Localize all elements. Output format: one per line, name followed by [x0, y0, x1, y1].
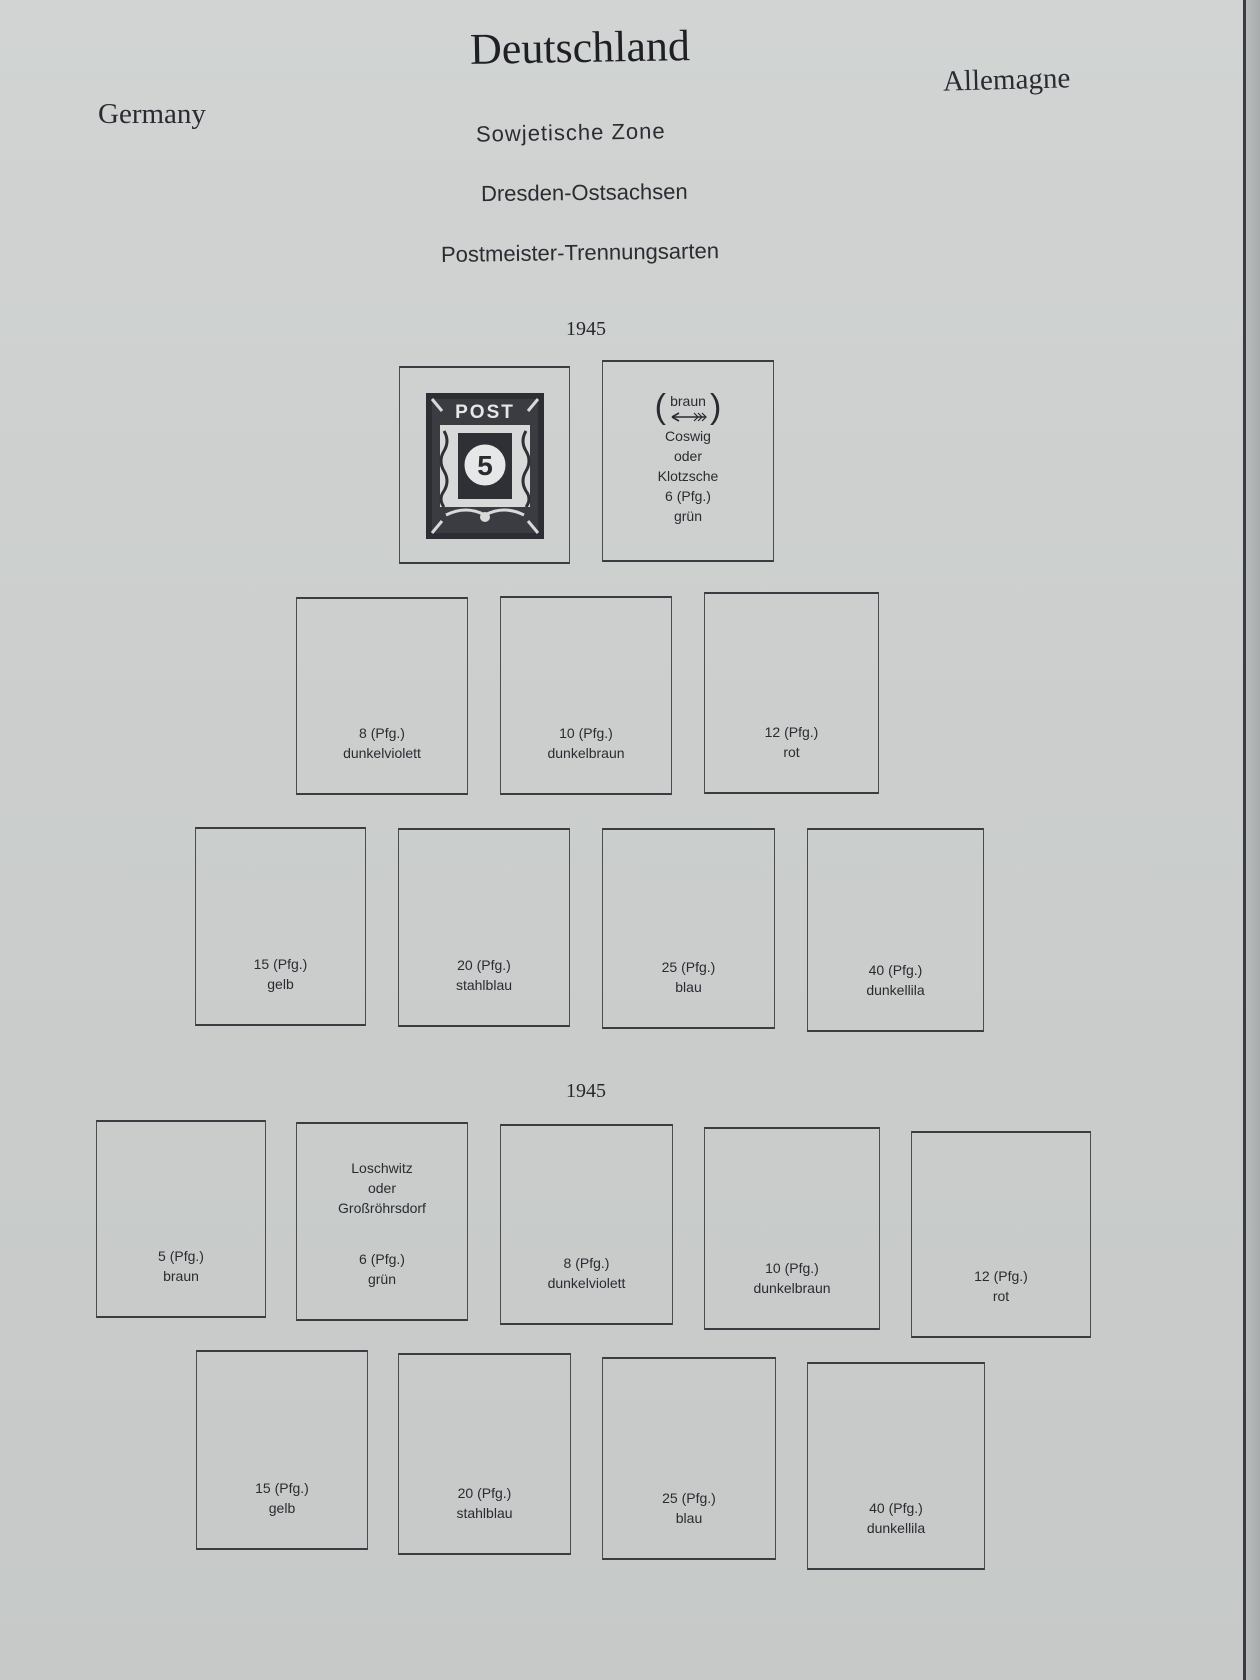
stamp-slot: 15 (Pfg.) gelb: [196, 1350, 368, 1550]
slot-color: grün: [367, 1271, 397, 1287]
stamp-slot: 10 (Pfg.) dunkelbraun: [704, 1127, 880, 1330]
slot-color: dunkellila: [866, 982, 925, 998]
slot-note-line-2: oder: [367, 1180, 397, 1196]
stamp-word: POST: [455, 402, 515, 423]
slot-color: dunkelviolett: [547, 1275, 626, 1291]
slot-value: 12 (Pfg.): [974, 1268, 1028, 1284]
page-title: Deutschland: [469, 21, 691, 74]
note-line-5: grün: [673, 508, 703, 524]
slot-color: stahlblau: [455, 977, 513, 993]
slot-color: gelb: [268, 1500, 296, 1516]
stamp-slot: 12 (Pfg.) rot: [911, 1131, 1091, 1338]
subtitle-region: Dresden-Ostsachsen: [480, 178, 688, 207]
slot-note-line-1: Loschwitz: [351, 1160, 413, 1176]
slot-color: braun: [163, 1268, 199, 1284]
slot-value: 10 (Pfg.): [559, 725, 613, 741]
stamp-slot: 20 (Pfg.) stahlblau: [398, 828, 570, 1027]
slot-value: 40 (Pfg.): [868, 962, 923, 978]
stamp-slot: 12 (Pfg.) rot: [704, 592, 879, 794]
slot-value: 15 (Pfg.): [255, 1480, 309, 1496]
slot-note-line-3: Großröhrsdorf: [338, 1200, 426, 1216]
slot-color: rot: [783, 744, 800, 760]
slot-value: 25 (Pfg.): [661, 959, 716, 975]
slot-value: 10 (Pfg.): [765, 1260, 819, 1276]
slot-color: dunkelbraun: [753, 1280, 831, 1296]
note-line-3: Klotzsche: [657, 468, 719, 484]
note-line-4: 6 (Pfg.): [665, 488, 711, 504]
subtitle-series: Postmeister-Trennungsarten: [440, 238, 720, 267]
stamp-slot: 20 (Pfg.) stahlblau: [398, 1353, 571, 1555]
stamp-slot: 5 (Pfg.) braun: [96, 1120, 266, 1318]
stamp-slot: 8 (Pfg.) dunkelviolett: [296, 597, 468, 795]
stamp-slot: 40 (Pfg.) dunkellila: [807, 1362, 985, 1570]
stamp-slot: 40 (Pfg.) dunkellila: [807, 828, 984, 1032]
stamp-value: 5: [477, 450, 493, 481]
slot-value: 20 (Pfg.): [457, 957, 511, 973]
slot-color: dunkelviolett: [343, 745, 421, 761]
arrow-left-icon: [671, 412, 707, 422]
slot-value: 5 (Pfg.): [158, 1248, 204, 1264]
stamp-image: POST 5: [426, 393, 544, 539]
slot-value: 15 (Pfg.): [253, 956, 308, 972]
slot-color: dunkellila: [866, 1520, 926, 1536]
slot-value: 6 (Pfg.): [359, 1251, 405, 1267]
slot-value: 40 (Pfg.): [869, 1500, 923, 1516]
title-english: Germany: [98, 98, 206, 130]
slot-value: 8 (Pfg.): [359, 725, 405, 741]
slot-color: rot: [992, 1288, 1010, 1304]
slot-value: 25 (Pfg.): [662, 1490, 716, 1506]
note-color: braun: [670, 393, 706, 409]
stamp-slot-note: ( braun ) Coswig oder Klotzsche 6 (Pfg.)…: [602, 360, 774, 562]
slot-value: 8 (Pfg.): [563, 1255, 610, 1271]
section2-year: 1945: [566, 1080, 606, 1102]
title-french: Allemagne: [942, 62, 1071, 98]
page-edge: [1243, 0, 1246, 1680]
stamp-slot-note: Loschwitz oder Großröhrsdorf 6 (Pfg.) grü…: [296, 1122, 468, 1321]
slot-color: blau: [675, 979, 702, 995]
stamp-slot-filled: POST 5: [399, 366, 570, 564]
stamp-slot: 8 (Pfg.) dunkelviolett: [500, 1124, 673, 1325]
slot-color: blau: [675, 1510, 703, 1526]
slot-value: 12 (Pfg.): [764, 724, 819, 740]
stamp-slot: 15 (Pfg.) gelb: [195, 827, 366, 1026]
slot-color: stahlblau: [456, 1505, 513, 1521]
slot-color: gelb: [267, 976, 294, 992]
slot-value: 20 (Pfg.): [457, 1485, 512, 1501]
page-edge-shadow: [1246, 0, 1260, 1680]
slot-color: dunkelbraun: [547, 745, 625, 761]
stamp-slot: 25 (Pfg.) blau: [602, 1357, 776, 1560]
note-line-1: Coswig: [665, 428, 711, 444]
subtitle-zone: Sowjetische Zone: [475, 118, 666, 147]
note-line-2: oder: [673, 448, 703, 464]
stamp-slot: 10 (Pfg.) dunkelbraun: [500, 596, 672, 795]
section1-year: 1945: [566, 318, 606, 340]
stamp-slot: 25 (Pfg.) blau: [602, 828, 775, 1029]
